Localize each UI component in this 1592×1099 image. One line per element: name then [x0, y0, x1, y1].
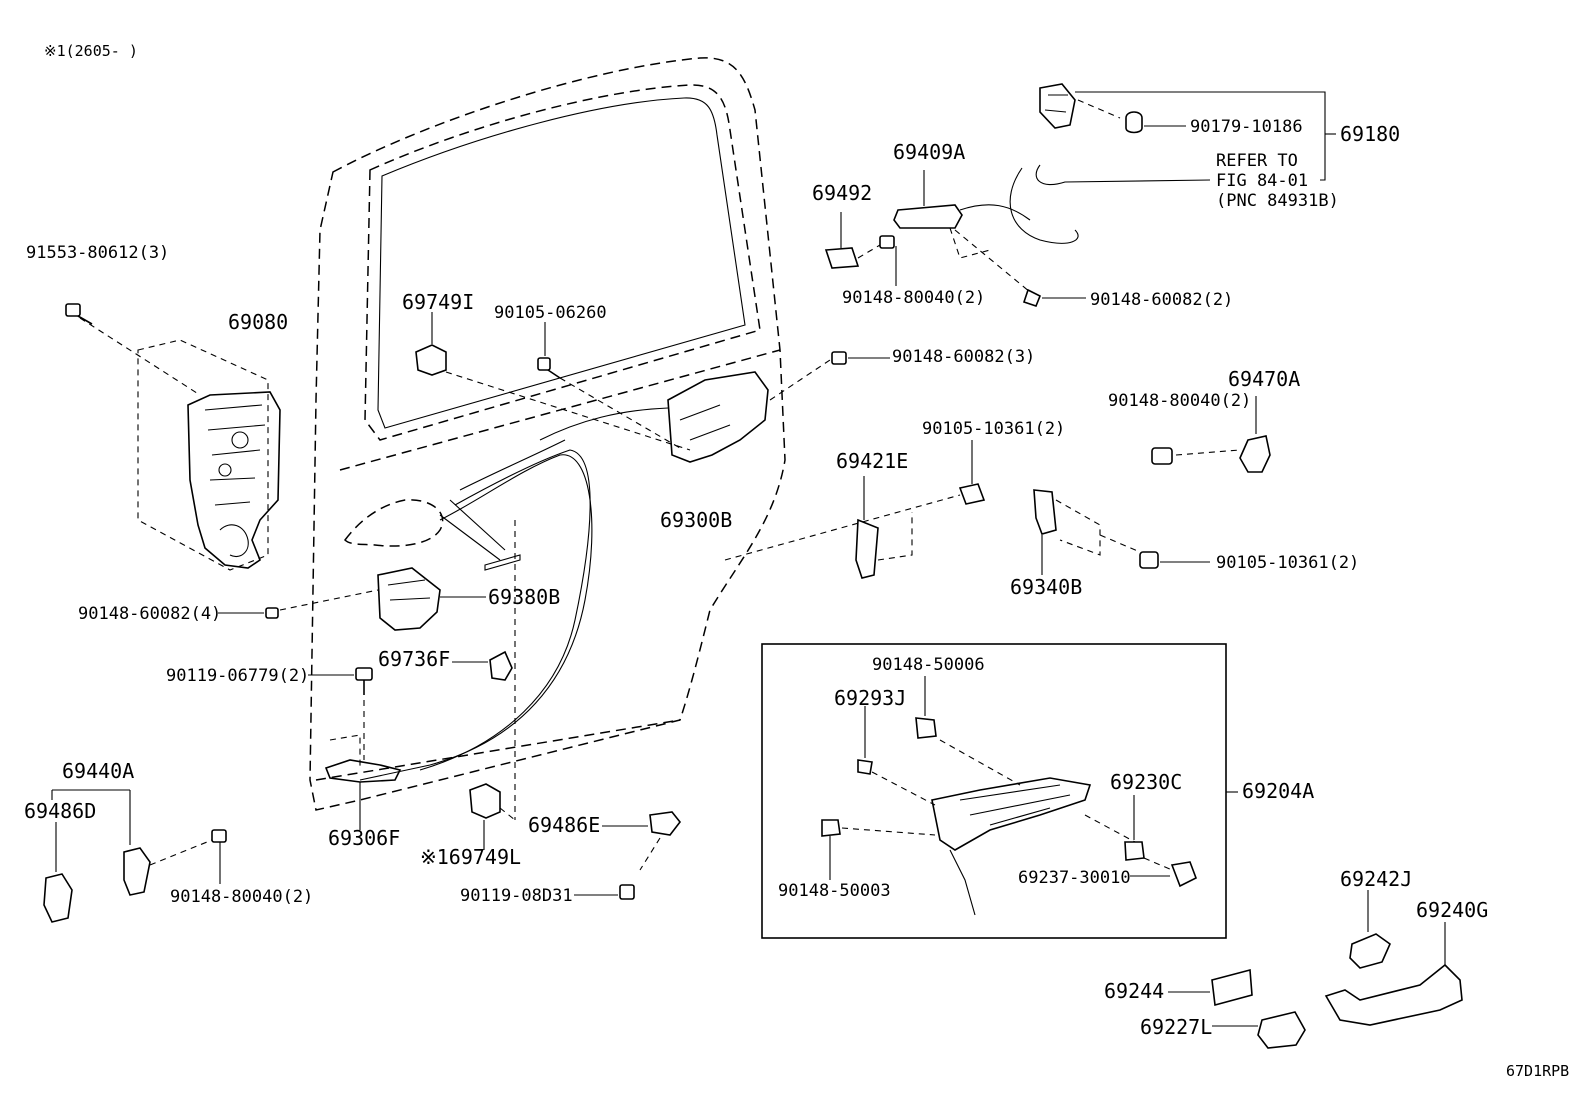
cable-84931b	[959, 164, 1211, 244]
striker-69440a	[43, 789, 227, 923]
label-69240g[interactable]: 69240G	[1416, 898, 1488, 922]
label-69440a[interactable]: 69440A	[62, 759, 134, 783]
cover-69244-icon	[1168, 968, 1253, 1007]
label-69244[interactable]: 69244	[1104, 979, 1164, 1003]
inner-handle-69409a	[893, 170, 1086, 307]
label-69736f[interactable]: 69736F	[378, 647, 450, 671]
label-69204a[interactable]: 69204A	[1242, 779, 1314, 803]
label-69230c[interactable]: 69230C	[1110, 770, 1182, 794]
label-69080[interactable]: 69080	[228, 310, 288, 334]
label-90119-08d31[interactable]: 90119-08D31	[460, 886, 573, 906]
cap-69227l-icon	[1212, 1011, 1306, 1049]
handle-69242j-icon	[1349, 890, 1391, 969]
clamp-69736f-icon	[452, 650, 513, 681]
label-90148-60082-3[interactable]: 90148-60082(3)	[892, 347, 1035, 367]
screw-90148-60082-3-icon	[831, 351, 890, 365]
screw-90148-60082-4-icon	[218, 589, 379, 619]
label-90148-50006[interactable]: 90148-50006	[872, 655, 985, 675]
label-69180[interactable]: 69180	[1340, 122, 1400, 146]
cables	[359, 439, 593, 820]
screw-90105-06260-icon	[537, 322, 681, 449]
label-69421e[interactable]: 69421E	[836, 449, 908, 473]
bolt-90119-08d31-icon	[574, 884, 635, 900]
label-90148-50003[interactable]: 90148-50003	[778, 881, 891, 901]
label-90105-10361-top[interactable]: 90105-10361(2)	[922, 419, 1065, 439]
clip-69486e-icon	[602, 811, 682, 871]
note-label: ※1(2605- )	[44, 42, 138, 60]
door-lock-assembly	[79, 317, 281, 571]
label-69306f[interactable]: 69306F	[328, 826, 400, 850]
refer-line-2[interactable]: FIG 84-01	[1216, 171, 1308, 191]
label-69486d[interactable]: 69486D	[24, 799, 96, 823]
label-90148-60082-2[interactable]: 90148-60082(2)	[1090, 290, 1233, 310]
refer-line-1: REFER TO	[1216, 151, 1298, 171]
handle-69240g	[1324, 922, 1463, 1026]
lock-knob-69470a	[1151, 396, 1271, 473]
label-69486e[interactable]: 69486E	[528, 813, 600, 837]
bolt-90119-06779-icon	[308, 667, 373, 760]
label-90105-10361-right[interactable]: 90105-10361(2)	[1216, 553, 1359, 573]
lock-rod-69380b	[377, 567, 486, 631]
label-90148-80040-bottom[interactable]: 90148-80040(2)	[170, 887, 313, 907]
label-90119-06779[interactable]: 90119-06779(2)	[166, 666, 309, 686]
clip-69749i-icon	[415, 312, 691, 451]
label-91553-80612[interactable]: 91553-80612(3)	[26, 243, 169, 263]
label-90148-80040-right[interactable]: 90148-80040(2)	[1108, 391, 1251, 411]
diagram-code: 67D1RPB	[1506, 1062, 1569, 1080]
clip-69749l-icon	[469, 783, 516, 850]
bracket-69340b	[1033, 489, 1210, 575]
outer-handle-frame-box	[761, 643, 1238, 939]
actuator-69300b	[539, 359, 831, 463]
label-69749i[interactable]: 69749I	[402, 290, 474, 314]
bracket-69306f	[324, 734, 402, 830]
refer-line-3[interactable]: (PNC 84931B)	[1216, 191, 1339, 211]
label-69470a[interactable]: 69470A	[1228, 367, 1300, 391]
bracket-69421e	[724, 440, 986, 579]
bolt-91553-icon	[65, 303, 93, 325]
cover-69492-icon	[824, 212, 897, 286]
label-90148-60082-4[interactable]: 90148-60082(4)	[78, 604, 221, 624]
label-69300b[interactable]: 69300B	[660, 508, 732, 532]
label-69293j[interactable]: 69293J	[834, 686, 906, 710]
latch-69180	[1039, 83, 1336, 181]
label-69380b[interactable]: 69380B	[488, 585, 560, 609]
label-69749l[interactable]: ※169749L	[420, 845, 521, 869]
label-69237-30010[interactable]: 69237-30010	[1018, 868, 1131, 888]
label-90105-06260[interactable]: 90105-06260	[494, 303, 607, 323]
label-69242j[interactable]: 69242J	[1340, 867, 1412, 891]
label-69409a[interactable]: 69409A	[893, 140, 965, 164]
door-outline	[309, 57, 786, 811]
label-90148-80040-top[interactable]: 90148-80040(2)	[842, 288, 985, 308]
label-90179-10186[interactable]: 90179-10186	[1190, 117, 1303, 137]
label-69492[interactable]: 69492	[812, 181, 872, 205]
label-69227l[interactable]: 69227L	[1140, 1015, 1212, 1039]
label-69340b[interactable]: 69340B	[1010, 575, 1082, 599]
